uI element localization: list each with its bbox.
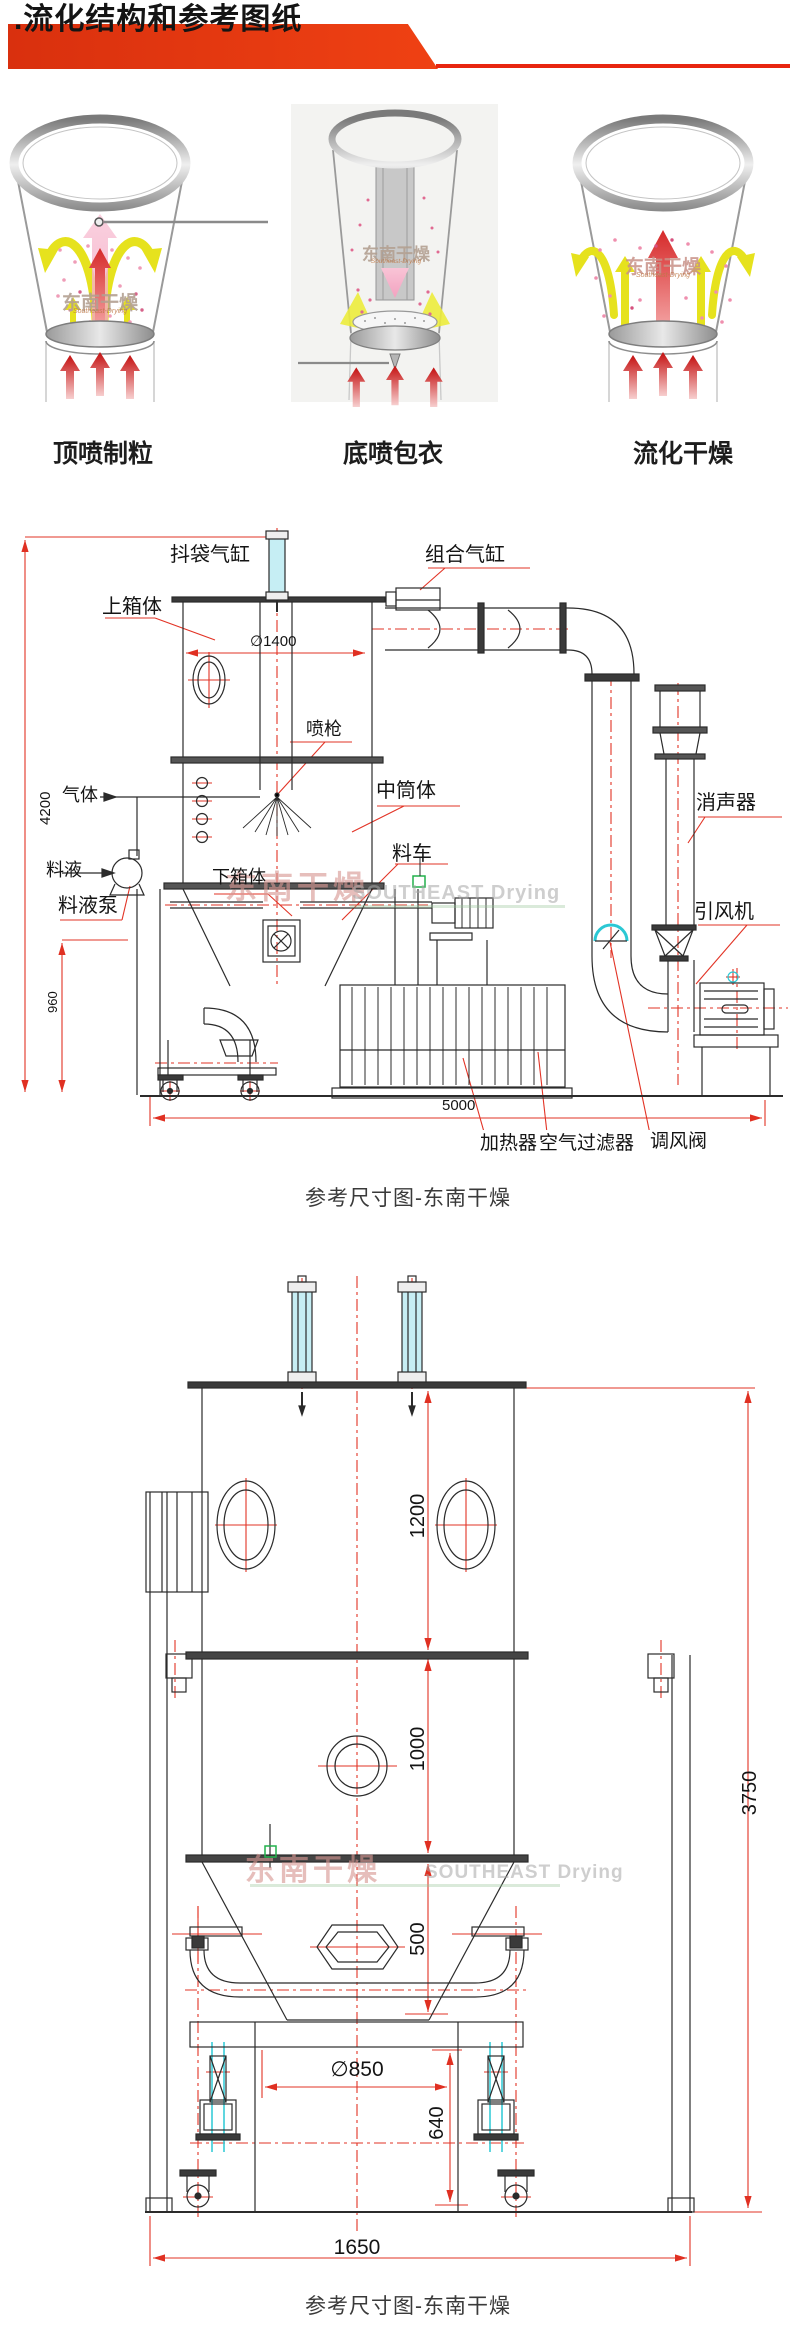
section-banner (8, 24, 438, 69)
dimension-lines (21, 528, 788, 1130)
reference-drawing-2 (145, 1275, 762, 2266)
particles (56, 244, 142, 324)
spray-nozzle (94, 217, 104, 227)
watermark-cn: 东南干燥 (245, 1854, 381, 1887)
process-diagrams (9, 104, 755, 407)
label-muffler: 消声器 (696, 792, 756, 814)
dim-1200: 1200 (407, 1493, 429, 1539)
top-spray-vessel (9, 114, 268, 402)
watermark-underline (250, 1884, 560, 1887)
dim-height-4200: 4200 (36, 791, 54, 825)
label-upper-box: 上箱体 (102, 596, 162, 618)
label-heater: 加热器 (480, 1133, 538, 1154)
watermark-en: SOUTHEAST Drying (352, 882, 561, 904)
banner-underline (436, 64, 790, 68)
label-induced-draft-fan: 引风机 (694, 901, 754, 923)
watermark-cn: 东南干燥 (61, 293, 138, 314)
label-air-filter: 空气过滤器 (539, 1133, 635, 1154)
label-middle-cylinder: 中筒体 (376, 780, 436, 802)
label-spray-gun: 喷枪 (306, 719, 342, 739)
bottom-spray-nozzle (389, 353, 401, 371)
page-title: .流化结构和参考图纸 (14, 3, 303, 36)
label-lower-box: 下箱体 (212, 867, 266, 887)
watermark-en-small: Southeast-Drying (72, 308, 128, 315)
watermark-underline (350, 905, 565, 908)
cart-marker (412, 875, 426, 888)
label-combo-cylinder: 组合气缸 (425, 544, 505, 566)
label-gas: 气体 (62, 785, 98, 805)
label-feed-liquid: 料液 (46, 860, 82, 880)
bottom-spray-vessel (291, 104, 498, 407)
reference-drawing-1 (21, 528, 788, 1130)
level-marker (264, 1845, 277, 1858)
label-feed-pump: 料液泵 (58, 895, 118, 917)
dim-width-5000: 5000 (442, 1097, 476, 1114)
process-label-bottom-spray: 底喷包衣 (342, 440, 443, 468)
dim-diameter-850: ∅850 (330, 2058, 384, 2081)
watermark-en-small: Southeast-Drying (370, 258, 422, 265)
dimension-lines (149, 1276, 762, 2266)
process-label-fluid-dry: 流化干燥 (632, 440, 733, 468)
watermark-cn: 东南干燥 (624, 257, 701, 278)
equipment-outline (145, 1275, 695, 2213)
dim-height-960: 960 (44, 991, 60, 1014)
watermark-cn: 东南干燥 (362, 245, 430, 264)
dim-3750: 3750 (739, 1770, 761, 1816)
drawing1-caption: 参考尺寸图-东南干燥 (305, 1187, 511, 1210)
watermark-en-small: Southeast-Drying (635, 272, 691, 279)
label-material-cart: 料车 (392, 843, 432, 865)
dim-640: 640 (426, 2106, 448, 2140)
fluid-dry-vessel (571, 114, 755, 402)
label-bag-shake-cylinder: 抖袋气缸 (170, 544, 250, 566)
dim-diameter-1400: ∅1400 (250, 633, 297, 650)
dim-1650: 1650 (333, 2236, 381, 2259)
equipment-outline (62, 530, 783, 1101)
watermark-en: SOUTHEAST Drying (425, 1862, 624, 1883)
dim-500: 500 (407, 1922, 429, 1956)
watermark-cn: 东南干燥 (225, 869, 370, 905)
dim-1000: 1000 (407, 1726, 429, 1772)
process-label-top-spray: 顶喷制粒 (52, 440, 153, 468)
label-air-damper: 调风阀 (650, 1131, 708, 1152)
drawing2-caption: 参考尺寸图-东南干燥 (305, 2295, 511, 2318)
